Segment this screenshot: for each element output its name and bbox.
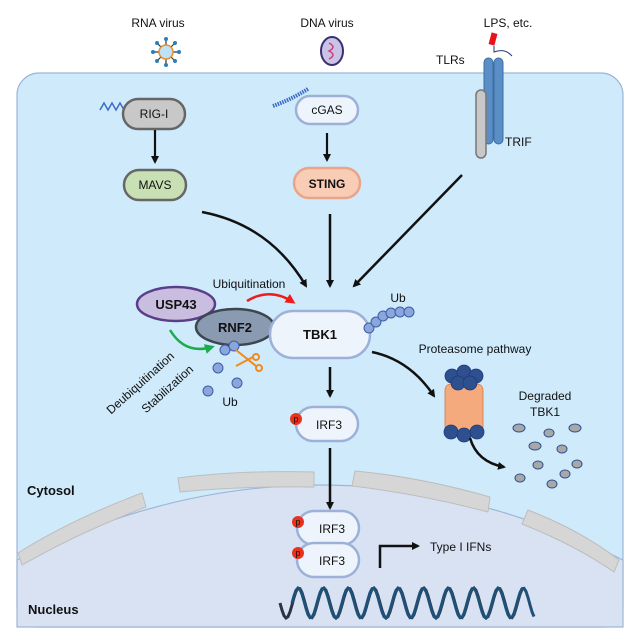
sting-label: STING bbox=[309, 177, 346, 191]
phospho-label: p bbox=[295, 517, 300, 527]
dna-helix bbox=[278, 585, 536, 621]
phospho-label: p bbox=[295, 548, 300, 558]
nucleus-label: Nucleus bbox=[28, 602, 79, 617]
irf3-dimer-bottom-label: IRF3 bbox=[319, 554, 345, 568]
dna-virus-icon bbox=[320, 36, 344, 66]
scissors-icon bbox=[235, 349, 263, 372]
cgas-node bbox=[294, 94, 360, 126]
sting-node bbox=[292, 166, 362, 200]
phospho-label: p bbox=[293, 414, 298, 424]
ubiquitination-label: Ubiquitination bbox=[213, 277, 286, 291]
dna-strand-icon bbox=[272, 87, 310, 108]
rnf2-label: RNF2 bbox=[218, 320, 252, 335]
rna-virus-icon bbox=[151, 37, 181, 67]
deubiquitination-arrow bbox=[168, 329, 215, 354]
irf3-dimer-top-label: IRF3 bbox=[319, 522, 345, 536]
lps-label: LPS, etc. bbox=[484, 16, 533, 30]
phospho-badge bbox=[292, 516, 304, 528]
usp43-node bbox=[135, 285, 217, 323]
phospho-badge bbox=[290, 413, 302, 425]
ubiquitination-arrow bbox=[246, 293, 296, 304]
tlrs-label: TLRs bbox=[436, 53, 465, 67]
rig-i-label: RIG-I bbox=[140, 107, 169, 121]
trif-label: TRIF bbox=[505, 135, 532, 149]
usp43-label: USP43 bbox=[155, 297, 196, 312]
free-ubiquitin bbox=[202, 340, 243, 397]
degraded-label-1: Degraded bbox=[519, 389, 572, 403]
nuclear-envelope bbox=[17, 470, 620, 573]
irf3-dimer-bottom bbox=[295, 541, 361, 579]
transcription-arrow bbox=[378, 542, 420, 568]
degraded-label-2: TBK1 bbox=[530, 405, 560, 419]
ub-label-free: Ub bbox=[222, 395, 238, 409]
tbk1-label: TBK1 bbox=[303, 327, 337, 342]
irf3-label: IRF3 bbox=[316, 418, 342, 432]
ub-label-chain: Ub bbox=[390, 291, 406, 305]
cgas-label: cGAS bbox=[311, 103, 342, 117]
phospho-badge bbox=[292, 547, 304, 559]
proteasome-pathway-label: Proteasome pathway bbox=[419, 342, 532, 356]
lps-icon bbox=[488, 32, 498, 46]
proteasome-icon bbox=[443, 364, 485, 443]
degraded-tbk1-fragments bbox=[512, 423, 583, 489]
dna-virus-label: DNA virus bbox=[300, 16, 353, 30]
rna-virus-label: RNA virus bbox=[131, 16, 184, 30]
type-i-ifns-label: Type I IFNs bbox=[430, 540, 491, 554]
tbk1-node bbox=[268, 309, 372, 360]
tlr-receptor bbox=[483, 57, 504, 145]
trif-protein bbox=[475, 89, 487, 159]
rig-i-node bbox=[121, 97, 187, 131]
mavs-label: MAVS bbox=[138, 178, 171, 192]
mavs-node bbox=[122, 168, 188, 202]
cytosol-label: Cytosol bbox=[27, 483, 75, 498]
polyubiquitin-chain bbox=[363, 306, 415, 334]
